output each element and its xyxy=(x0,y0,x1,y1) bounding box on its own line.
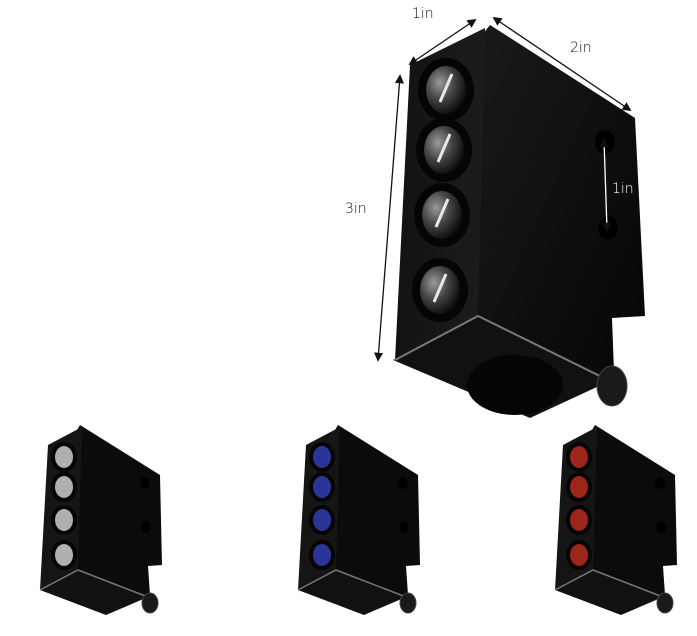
width-dimension-line xyxy=(492,16,632,112)
hole-spacing-label: 1in xyxy=(612,181,634,197)
side-face xyxy=(470,25,645,412)
led-lens xyxy=(313,446,331,468)
lens-highlight xyxy=(438,73,454,103)
side-face xyxy=(585,425,677,613)
mount-hole-bottom xyxy=(141,521,151,533)
base-face xyxy=(40,570,148,615)
mount-hole-top xyxy=(140,477,150,489)
led-lens xyxy=(55,544,73,566)
side-face xyxy=(70,425,162,613)
led-lens xyxy=(313,509,331,531)
variant-render-blue xyxy=(297,425,420,615)
led-lens xyxy=(570,544,588,566)
mount-hole-top xyxy=(655,477,665,489)
base-edge xyxy=(394,314,613,383)
base-face xyxy=(298,570,406,615)
width-label: 2in xyxy=(570,40,592,56)
main-product-render xyxy=(393,25,645,418)
led-lens xyxy=(55,509,73,531)
led-lens xyxy=(313,544,331,566)
base-edge xyxy=(554,569,664,598)
mount-hole-top xyxy=(398,477,408,489)
mount-hole-bottom xyxy=(656,521,666,533)
led-lens xyxy=(570,509,588,531)
led-lens xyxy=(55,476,73,498)
lens-column xyxy=(412,58,474,322)
base-hole xyxy=(467,355,563,415)
connector xyxy=(656,592,674,614)
base-edge xyxy=(39,569,149,598)
lens-highlight xyxy=(436,133,452,163)
mount-hole-bottom xyxy=(598,216,618,240)
mount-hole-bottom xyxy=(399,521,409,533)
lens-highlight xyxy=(434,198,450,228)
variant-render-white xyxy=(39,425,162,615)
connector xyxy=(141,592,159,614)
height-label: 3in xyxy=(345,201,367,217)
connector xyxy=(596,365,628,407)
hole-spacing-dimension-line xyxy=(599,138,612,232)
connector xyxy=(399,592,417,614)
led-lens xyxy=(313,476,331,498)
depth-label: 1in xyxy=(412,6,434,22)
base-face xyxy=(555,570,663,615)
side-face xyxy=(328,425,420,613)
led-lens xyxy=(570,446,588,468)
base-edge xyxy=(297,569,407,598)
height-dimension-line xyxy=(374,74,404,362)
dimension-annotations: 1in 2in 3in 1in xyxy=(345,6,634,362)
led-lens xyxy=(55,446,73,468)
depth-dimension-line xyxy=(408,18,477,66)
mount-hole-top xyxy=(595,130,615,154)
led-lens xyxy=(570,476,588,498)
variant-render-red xyxy=(554,425,677,615)
lens-highlight xyxy=(432,273,448,303)
